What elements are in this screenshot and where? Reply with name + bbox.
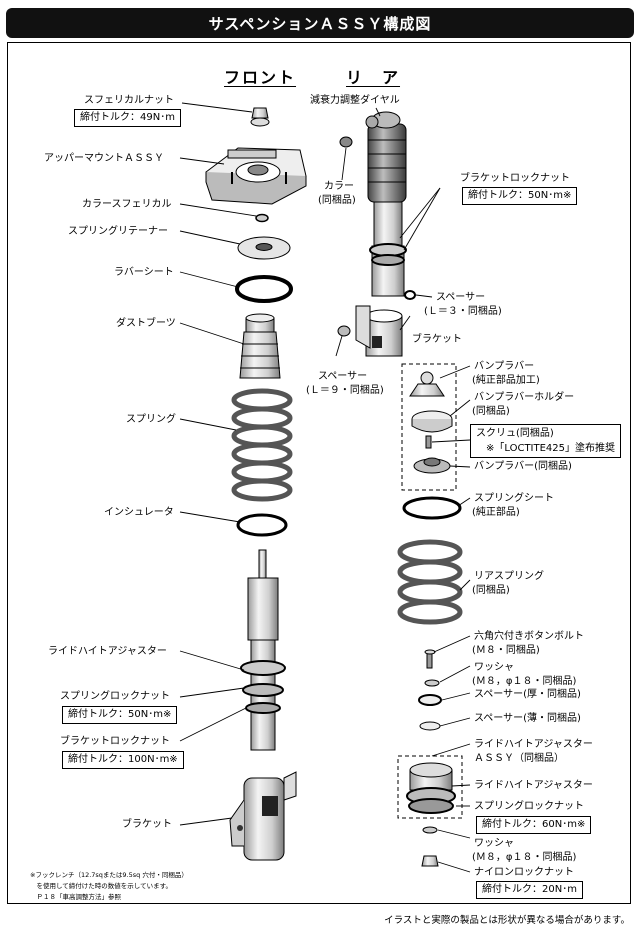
front-ride-height-adjuster-label: ライドハイトアジャスター xyxy=(48,646,167,657)
hook-wrench-note-line3: Ｐ１８「車高調整方法」参照 xyxy=(30,893,122,901)
front-collar-spherical-part xyxy=(255,213,269,223)
front-rubber-seat-label: ラバーシート xyxy=(114,267,174,278)
rear-bump-rubber-1-note: (純正部品加工) xyxy=(472,375,540,386)
rear-spacer-thin-part xyxy=(419,721,441,731)
rear-bump-rubber-1-label: バンプラバー xyxy=(474,361,535,372)
rear-spring-part xyxy=(397,539,463,625)
rear-collar-note: (同梱品) xyxy=(318,195,356,206)
rear-washer-2-note: (Ｍ８，φ１８・同梱品) xyxy=(472,852,577,863)
rear-column-title: リ ア xyxy=(346,68,401,87)
rear-nylon-nut-part xyxy=(421,855,439,867)
rear-bracket-label: ブラケット xyxy=(412,334,462,345)
diagram-title: サスペンションＡＳＳＹ構成図 xyxy=(208,14,432,33)
rear-spacer-thin-label: スペーサー(薄・同梱品) xyxy=(474,713,581,724)
rear-spring-seat-label: スプリングシート xyxy=(474,493,554,504)
front-spring-retainer-part xyxy=(237,236,291,260)
rear-bracket-part xyxy=(355,305,403,357)
rear-nylon-nut-torque: 締付トルク：20N･m xyxy=(476,881,583,899)
rear-ride-height-adjuster-label: ライドハイトアジャスター xyxy=(474,780,593,791)
rear-washer-2-part xyxy=(422,826,438,834)
front-shock-body-part xyxy=(240,549,286,751)
rear-washer-2-label: ワッシャ xyxy=(474,838,514,849)
rear-spacer-thick-part xyxy=(418,694,442,706)
front-spring-label: スプリング xyxy=(126,414,176,425)
rear-rha-assy-label: ライドハイトアジャスター xyxy=(474,739,593,750)
rear-spacer-thick-label: スペーサー(厚・同梱品) xyxy=(474,689,581,700)
front-spring-lock-nut-label: スプリングロックナット xyxy=(60,691,170,702)
rear-spacer-l3-note: (Ｌ＝３・同梱品) xyxy=(424,306,502,317)
diagram-title-bar: サスペンションＡＳＳＹ構成図 xyxy=(6,8,634,38)
front-bracket-lock-nut-torque: 締付トルク：100N･m※ xyxy=(62,751,184,769)
rear-spring-seat-note: (純正部品) xyxy=(472,507,520,518)
rear-screw-note: ※「LOCTITE425」塗布推奨 xyxy=(486,443,616,454)
rear-spring-seat-part xyxy=(402,496,462,520)
rear-nylon-nut-label: ナイロンロックナット xyxy=(474,867,574,878)
rear-spacer-l9-part xyxy=(337,325,351,337)
front-upper-mount-part xyxy=(205,147,307,205)
front-spring-part xyxy=(231,388,293,502)
rear-bump-rubber-holder-label: バンプラバーホルダー xyxy=(474,392,575,403)
hook-wrench-note-line2: を使用して締付けた時の数値を示しています。 xyxy=(30,882,172,890)
rear-shock-body-part xyxy=(365,111,407,297)
front-insulator-part xyxy=(236,513,288,537)
diagram-frame xyxy=(7,42,631,904)
rear-bump-rubber-holder-note: (同梱品) xyxy=(472,406,510,417)
front-rubber-seat-part xyxy=(235,275,293,303)
rear-screw-box: スクリュ(同梱品) ※「LOCTITE425」塗布推奨 xyxy=(470,424,622,458)
rear-damping-dial-label: 減衰力調整ダイヤル xyxy=(310,95,400,106)
front-bracket-lock-nut-label: ブラケットロックナット xyxy=(60,736,170,747)
rear-hex-bolt-part xyxy=(424,649,436,669)
front-spherical-nut-label: スフェリカルナット xyxy=(84,95,174,106)
rear-collar-part xyxy=(339,136,353,148)
rear-bump-rubber-2-label: バンプラバー(同梱品) xyxy=(474,461,572,472)
front-upper-mount-label: アッパーマウントＡＳＳＹ xyxy=(44,153,164,164)
rear-bracket-lock-nut-torque: 締付トルク：50N･m※ xyxy=(462,187,578,205)
hook-wrench-note-line1: ※フックレンチ（12.7sqまたは9.5sq 穴付・同梱品） xyxy=(30,871,188,879)
rear-hex-bolt-label: 六角穴付きボタンボルト xyxy=(474,631,584,642)
rear-spacer-l9-note: (Ｌ＝９・同梱品) xyxy=(306,385,384,396)
front-dust-boots-part xyxy=(239,313,281,379)
rear-spacer-l3-part xyxy=(404,290,416,300)
rear-collar-label: カラー xyxy=(324,181,354,192)
rear-washer-1-note: (Ｍ８，φ１８・同梱品) xyxy=(472,676,577,687)
rear-bump-rubber-kit-part xyxy=(401,363,457,491)
front-column-title: フロント xyxy=(224,68,297,87)
rear-bracket-lock-nut-label: ブラケットロックナット xyxy=(460,173,570,184)
front-collar-spherical-label: カラースフェリカル xyxy=(82,199,172,210)
front-spherical-nut-part xyxy=(250,107,270,127)
rear-spring-note: (同梱品) xyxy=(472,585,510,596)
rear-rha-assy-note: ＡＳＳＹ（同梱品） xyxy=(474,753,564,764)
front-spring-lock-nut-torque: 締付トルク：50N･m※ xyxy=(62,706,178,724)
rear-spacer-l3-label: スペーサー xyxy=(436,292,486,303)
rear-washer-1-part xyxy=(424,679,440,687)
leader-lines xyxy=(179,102,471,873)
rear-spring-label: リアスプリング xyxy=(474,571,544,582)
disclaimer-footer: イラストと実際の製品とは形状が異なる場合があります。 xyxy=(384,915,630,926)
rear-hex-bolt-note: (Ｍ８・同梱品) xyxy=(472,645,540,656)
rear-spring-lock-nut-label: スプリングロックナット xyxy=(474,801,584,812)
rear-screw-label: スクリュ(同梱品) xyxy=(476,428,554,439)
rear-ride-height-adjuster-part xyxy=(397,755,463,819)
rear-spacer-l9-label: スペーサー xyxy=(318,371,368,382)
rear-spring-lock-nut-torque: 締付トルク：60N･m※ xyxy=(476,816,592,834)
front-bracket-part xyxy=(229,771,297,861)
front-spherical-nut-torque: 締付トルク：49N･m xyxy=(74,109,181,127)
front-bracket-label: ブラケット xyxy=(122,819,172,830)
front-dust-boots-label: ダストブーツ xyxy=(116,318,176,329)
front-spring-retainer-label: スプリングリテーナー xyxy=(68,226,168,237)
front-insulator-label: インシュレータ xyxy=(104,507,174,518)
rear-washer-1-label: ワッシャ xyxy=(474,662,514,673)
